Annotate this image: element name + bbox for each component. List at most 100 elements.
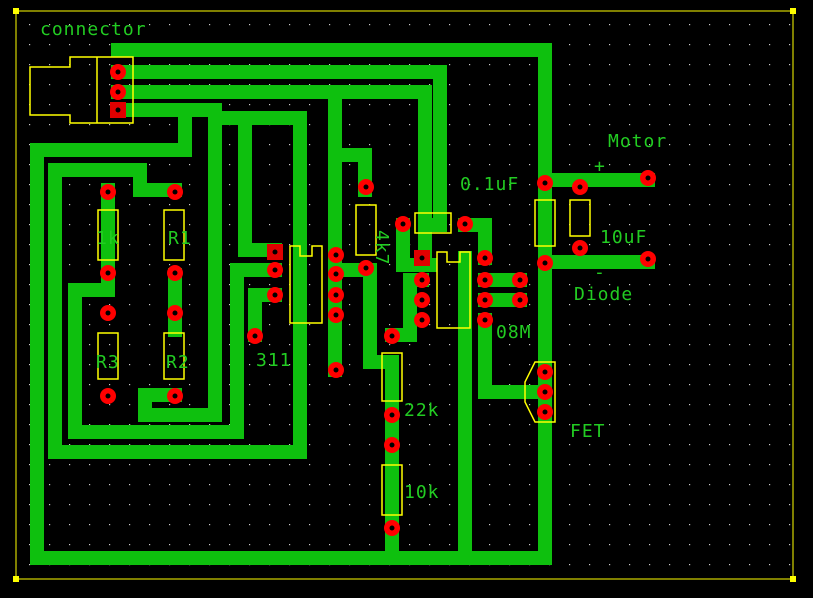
grid-dot — [429, 404, 431, 406]
grid-dot — [589, 24, 591, 26]
grid-dot — [649, 124, 651, 126]
grid-dot — [29, 564, 31, 566]
grid-dot — [689, 204, 691, 206]
grid-dot — [89, 464, 91, 466]
c-01uf-outline — [534, 199, 556, 247]
grid-dot — [149, 444, 151, 446]
grid-dot — [89, 484, 91, 486]
grid-dot — [709, 244, 711, 246]
grid-dot — [169, 444, 171, 446]
grid-dot — [469, 24, 471, 26]
grid-dot — [29, 304, 31, 306]
grid-dot — [689, 224, 691, 226]
grid-dot — [789, 324, 791, 326]
grid-dot — [229, 64, 231, 66]
grid-dot — [229, 464, 231, 466]
grid-dot — [449, 304, 451, 306]
grid-dot — [169, 464, 171, 466]
grid-dot — [649, 424, 651, 426]
grid-dot — [529, 164, 531, 166]
grid-dot — [709, 544, 711, 546]
board-corner-marker-tr — [790, 8, 796, 14]
grid-dot — [529, 204, 531, 206]
grid-dot — [69, 444, 71, 446]
grid-dot — [289, 364, 291, 366]
label-diode: Diode — [574, 284, 633, 305]
grid-dot — [589, 244, 591, 246]
grid-dot — [369, 224, 371, 226]
grid-dot — [609, 564, 611, 566]
grid-dot — [629, 324, 631, 326]
grid-dot — [669, 184, 671, 186]
grid-dot — [269, 404, 271, 406]
grid-dot — [229, 224, 231, 226]
grid-dot — [349, 544, 351, 546]
grid-dot — [409, 444, 411, 446]
grid-dot — [409, 204, 411, 206]
grid-dot — [69, 224, 71, 226]
grid-dot — [529, 524, 531, 526]
grid-dot — [469, 124, 471, 126]
grid-dot — [269, 384, 271, 386]
grid-dot — [589, 404, 591, 406]
pad — [247, 328, 263, 344]
grid-dot — [709, 284, 711, 286]
pad — [167, 305, 183, 321]
grid-dot — [749, 104, 751, 106]
grid-dot — [189, 264, 191, 266]
label-c-10uf: 10uF — [600, 227, 647, 248]
grid-dot — [249, 384, 251, 386]
grid-dot — [269, 144, 271, 146]
grid-dot — [109, 464, 111, 466]
grid-dot — [749, 464, 751, 466]
grid-dot — [489, 144, 491, 146]
grid-dot — [309, 124, 311, 126]
grid-dot — [729, 64, 731, 66]
grid-dot — [509, 324, 511, 326]
grid-dot — [429, 284, 431, 286]
grid-dot — [169, 224, 171, 226]
grid-dot — [269, 504, 271, 506]
grid-dot — [129, 64, 131, 66]
grid-dot — [389, 184, 391, 186]
grid-dot — [189, 424, 191, 426]
grid-dot — [189, 384, 191, 386]
grid-dot — [789, 364, 791, 366]
grid-dot — [229, 324, 231, 326]
grid-dot — [269, 24, 271, 26]
grid-dot — [189, 524, 191, 526]
pad — [100, 184, 116, 200]
grid-dot — [49, 124, 51, 126]
grid-dot — [109, 64, 111, 66]
grid-dot — [709, 204, 711, 206]
grid-dot — [529, 464, 531, 466]
pad — [358, 179, 374, 195]
grid-dot — [149, 244, 151, 246]
grid-dot — [49, 64, 51, 66]
grid-dot — [789, 164, 791, 166]
trace-net-c — [238, 111, 282, 257]
grid-dot — [749, 484, 751, 486]
grid-dot — [289, 24, 291, 26]
ic-311-outline — [289, 245, 323, 324]
grid-dot — [629, 44, 631, 46]
trace-net-a — [138, 103, 222, 422]
grid-dot — [369, 404, 371, 406]
grid-dot — [129, 344, 131, 346]
grid-dot — [89, 264, 91, 266]
pads — [100, 64, 656, 536]
grid-dot — [249, 84, 251, 86]
grid-dot — [169, 24, 171, 26]
grid-dot — [369, 544, 371, 546]
grid-dot — [509, 24, 511, 26]
grid-dot — [169, 424, 171, 426]
grid-dot — [149, 224, 151, 226]
grid-dot — [189, 284, 191, 286]
grid-dot — [389, 344, 391, 346]
grid-dot — [69, 464, 71, 466]
grid-dot — [169, 484, 171, 486]
grid-dot — [669, 164, 671, 166]
copper-traces — [30, 43, 655, 565]
grid-dot — [709, 184, 711, 186]
grid-dot — [109, 24, 111, 26]
